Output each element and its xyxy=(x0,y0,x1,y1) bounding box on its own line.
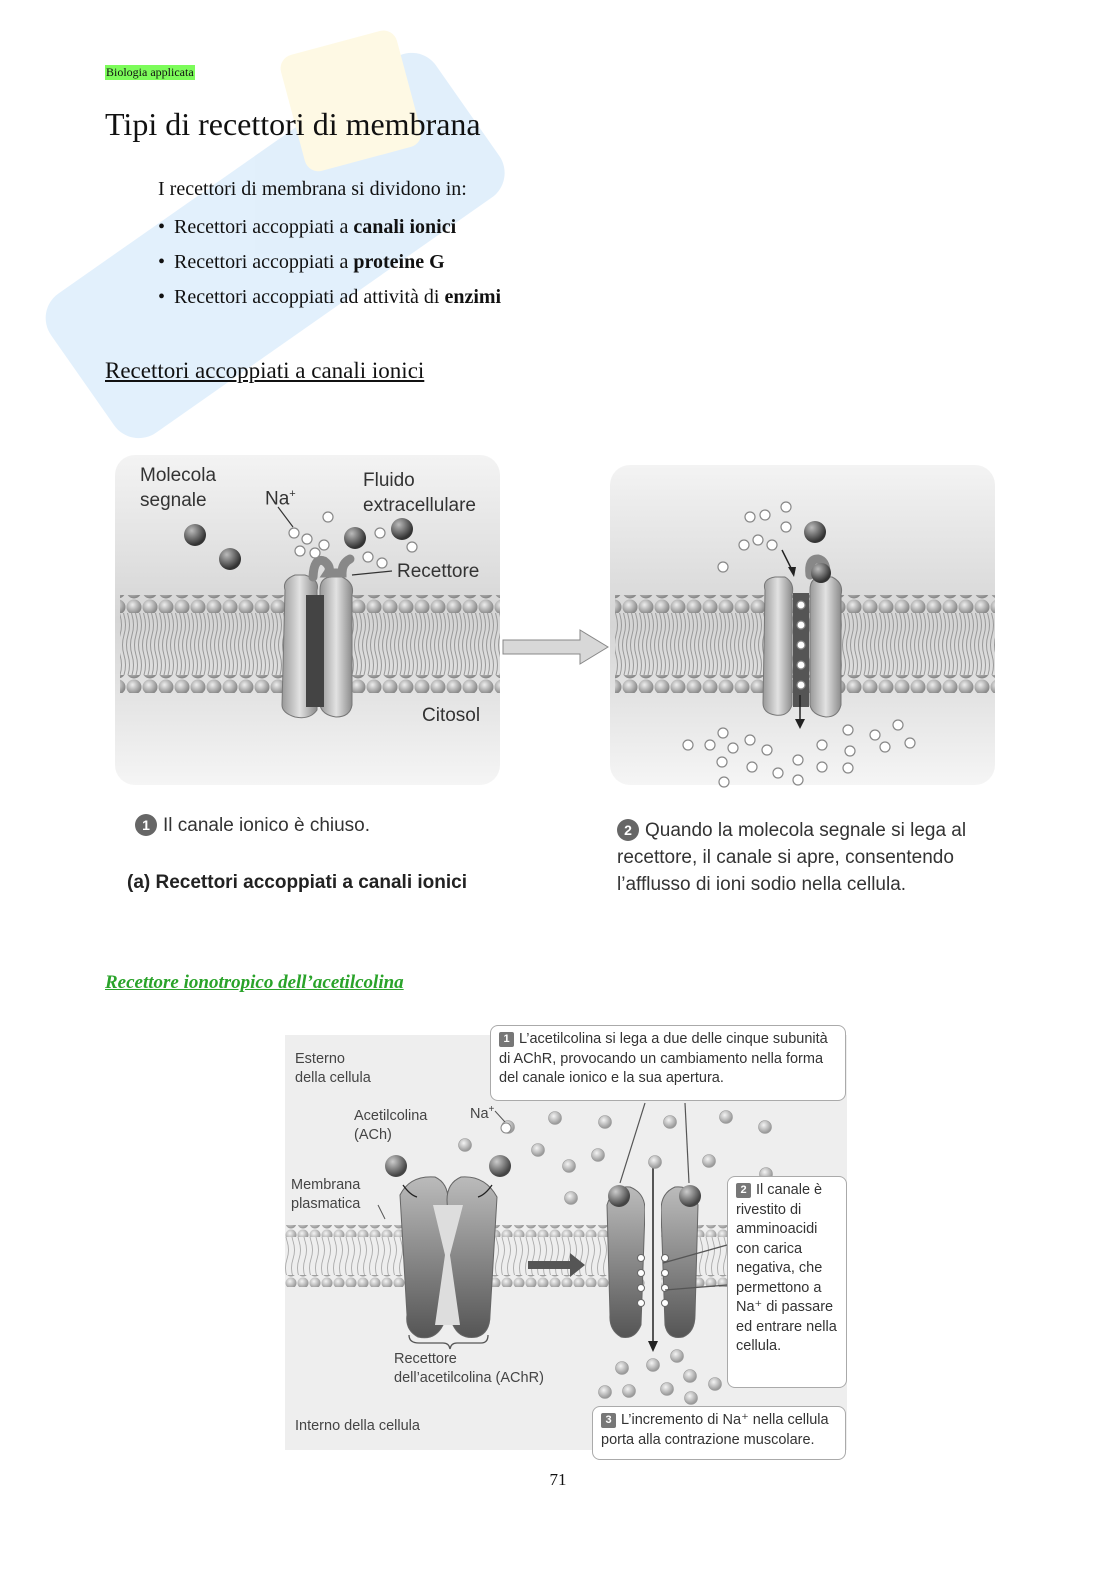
course-tag: Biologia applicata xyxy=(105,65,195,80)
receptor-type-list: •Recettori accoppiati a canali ionici •R… xyxy=(158,214,501,319)
label-acetylcholine: Acetilcolina(ACh) xyxy=(354,1108,428,1143)
page-number: 71 xyxy=(549,1470,567,1489)
section-heading-ion-channel: Recettori accoppiati a canali ionici xyxy=(105,358,425,383)
label-cytosol: Citosol xyxy=(422,705,481,726)
label-inside-cell: Interno della cellula xyxy=(295,1418,420,1434)
page-title: Tipi di recettori di membrana xyxy=(105,106,481,142)
label-na: Na+ xyxy=(265,488,296,510)
list-item: •Recettori accoppiati a proteine G xyxy=(158,251,445,273)
label-receptor: Recettore xyxy=(397,561,480,582)
section-heading-acetylcholine: Recettore ionotropico dell’acetilcolina xyxy=(105,972,404,993)
label-na-ion: Na+ xyxy=(470,1104,495,1122)
figure-1-title: (a) Recettori accoppiati a canali ionici xyxy=(127,872,467,893)
list-item: •Recettori accoppiati ad attività di enz… xyxy=(158,286,502,308)
list-item: •Recettori accoppiati a canali ionici xyxy=(158,216,457,238)
ion-channel-figure xyxy=(115,455,995,788)
intro-text: I recettori di membrana si dividono in: xyxy=(158,178,467,200)
